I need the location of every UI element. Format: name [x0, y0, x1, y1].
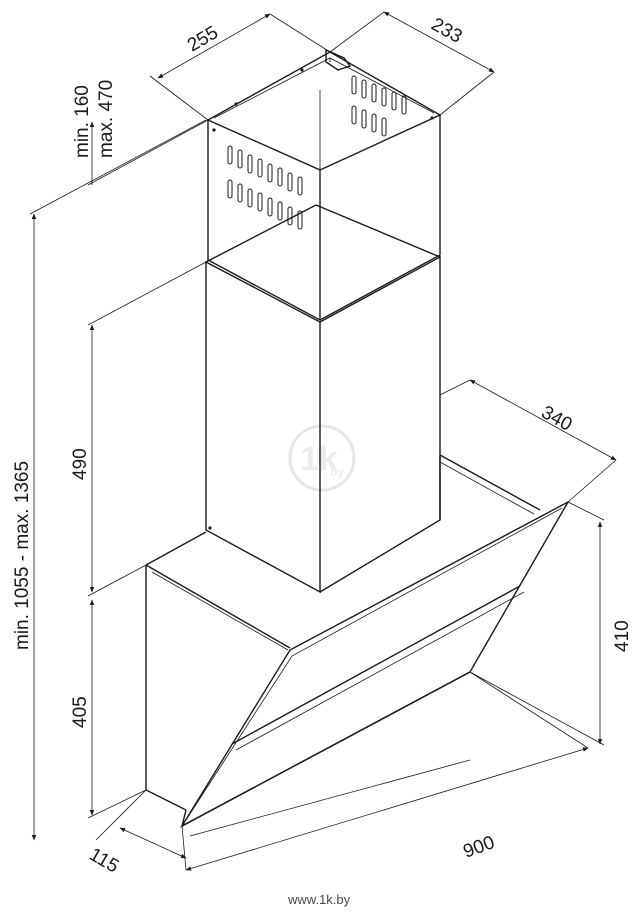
dim-width: 900 — [461, 832, 498, 863]
dim-chimney-lower-height: 490 — [70, 448, 91, 480]
dim-chimney-range-bottom: max. 470 — [96, 80, 117, 158]
watermark-logo-suffix: by — [330, 465, 344, 479]
dim-chimney-depth: 233 — [428, 14, 466, 48]
watermark-logo-text: 1k — [300, 440, 338, 478]
dim-side-height: 410 — [612, 620, 633, 652]
dim-chimney-width: 255 — [184, 22, 222, 56]
vent-slots-left — [227, 145, 303, 230]
watermark-logo: 1k by — [288, 424, 356, 492]
dim-body-height: 405 — [70, 696, 91, 728]
dim-body-depth: 115 — [86, 844, 123, 877]
dim-total-height: min. 1055 - max. 1365 — [12, 461, 33, 650]
upper-chimney — [207, 48, 441, 322]
lower-chimney — [205, 204, 441, 594]
dimension-lines — [29, 11, 617, 871]
dim-chimney-range-top: min. 160 — [72, 85, 93, 158]
watermark-site: www.1k.by — [287, 892, 351, 907]
hood-body — [145, 454, 570, 828]
dim-glass-depth: 340 — [538, 402, 576, 436]
vent-slots-right — [351, 75, 407, 137]
